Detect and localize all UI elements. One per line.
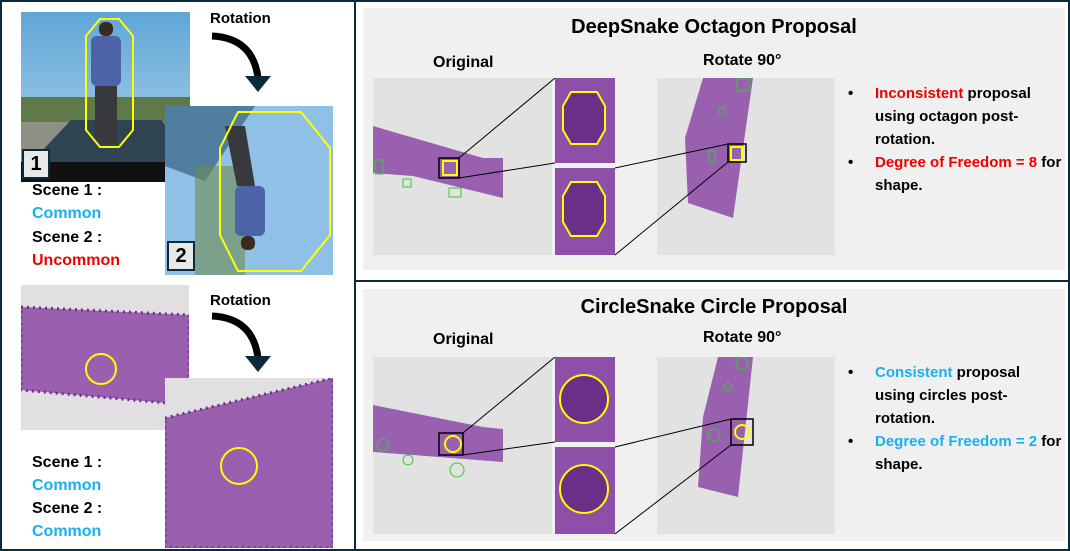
rotate-label: Rotate 90° bbox=[703, 52, 782, 69]
dof-highlight: Degree of Freedom = 8 bbox=[875, 154, 1038, 171]
scene2-status-2: Common bbox=[32, 523, 102, 540]
original-label: Original bbox=[433, 54, 494, 71]
bullet-text: for shape. bbox=[875, 433, 1062, 473]
consistent-highlight: Consistent bbox=[875, 364, 953, 381]
inconsistent-highlight: Inconsistent bbox=[875, 85, 964, 102]
tissue-scene2-rotated bbox=[165, 378, 333, 548]
circlesnake-images bbox=[373, 357, 835, 535]
dof-highlight: Degree of Freedom = 2 bbox=[875, 433, 1038, 450]
rotate-label-2: Rotate 90° bbox=[703, 329, 782, 346]
rotation-label-2: Rotation bbox=[210, 292, 271, 309]
scene1-label: Scene 1 : bbox=[32, 182, 103, 199]
tissue-scene1 bbox=[21, 285, 189, 430]
scene2-photo-rotated bbox=[165, 106, 333, 275]
original-label-2: Original bbox=[433, 331, 494, 348]
rotation-label: Rotation bbox=[210, 10, 271, 27]
scene2-status: Uncommon bbox=[32, 252, 120, 269]
circlesnake-bullet-2: Degree of Freedom = 2 for shape. bbox=[848, 430, 1063, 476]
scene2-label-2: Scene 2 : bbox=[32, 500, 103, 517]
rotation-arrow-icon bbox=[211, 32, 271, 92]
bullet-text: for shape. bbox=[875, 154, 1062, 194]
deepsnake-bullet-2: Degree of Freedom = 8 for shape. bbox=[848, 151, 1063, 197]
bullet-text: proposal using circles post-rotation. bbox=[875, 364, 1021, 427]
vertical-divider bbox=[354, 0, 356, 551]
deepsnake-title: DeepSnake Octagon Proposal bbox=[571, 16, 857, 38]
scene2-label: Scene 2 : bbox=[32, 229, 103, 246]
scene1-status: Common bbox=[32, 205, 102, 222]
circlesnake-title: CircleSnake Circle Proposal bbox=[580, 296, 848, 318]
deepsnake-bullet-1: Inconsistent proposal using octagon post… bbox=[848, 82, 1063, 151]
scene1-label-2: Scene 1 : bbox=[32, 454, 103, 471]
circlesnake-bullet-1: Consistent proposal using circles post-r… bbox=[848, 361, 1063, 430]
scene-1-badge: 1 bbox=[22, 149, 50, 179]
scene-2-badge: 2 bbox=[167, 241, 195, 271]
scene1-status-2: Common bbox=[32, 477, 102, 494]
circlesnake-bullets: Consistent proposal using circles post-r… bbox=[848, 361, 1063, 476]
deepsnake-images bbox=[373, 78, 835, 256]
deepsnake-bullets: Inconsistent proposal using octagon post… bbox=[848, 82, 1063, 197]
rotation-arrow-icon-2 bbox=[211, 312, 271, 372]
bullet-text: proposal using octagon post-rotation. bbox=[875, 85, 1031, 148]
horizontal-divider bbox=[355, 280, 1070, 282]
